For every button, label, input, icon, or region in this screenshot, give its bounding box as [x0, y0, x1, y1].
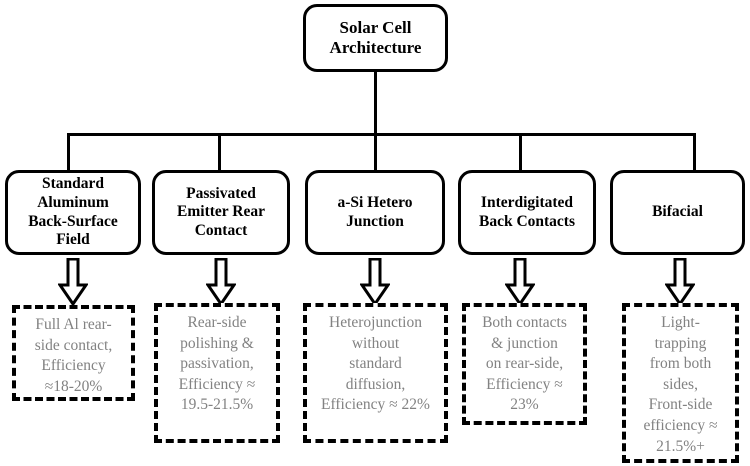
category-line: Passivated — [186, 184, 256, 202]
description-line: Front-side — [648, 396, 713, 414]
description-line: on rear-side, — [485, 355, 564, 373]
category-node-al-bsf: Standard Aluminum Back-Surface Field — [5, 170, 141, 255]
description-line: Full Al rear- — [35, 316, 112, 333]
category-node-a-si-hj-label: a-Si Hetero Junction — [337, 194, 412, 231]
connector-trunk-vertical — [374, 72, 377, 135]
root-node-line-1: Solar Cell — [339, 17, 412, 37]
category-node-perc-label: Passivated Emitter Rear Contact — [177, 185, 265, 241]
description-box-bifacial: Light- trapping from both sides, Front-s… — [622, 303, 739, 463]
description-line: 23% — [510, 396, 539, 414]
description-line: sides, — [663, 375, 698, 393]
category-node-bifacial-label: Bifacial — [652, 203, 703, 222]
down-block-arrow-ibc — [504, 257, 536, 307]
description-line: Rear-side — [187, 314, 247, 331]
description-line: efficiency ≈ — [643, 417, 718, 435]
description-line: & junction — [491, 334, 558, 352]
category-line: Back-Surface — [28, 212, 118, 230]
description-line: standard — [349, 355, 402, 373]
connector-drop-4 — [519, 133, 522, 173]
root-node-line-2: Architecture — [329, 38, 422, 57]
root-node-solar-cell-architecture: Solar Cell Architecture — [303, 4, 448, 72]
category-node-a-si-hj: a-Si Hetero Junction — [305, 170, 445, 255]
description-box-al-bsf: Full Al rear- side contact, Efficiency ≈… — [12, 305, 135, 401]
down-block-arrow-perc — [205, 257, 237, 307]
description-line: without — [351, 334, 400, 352]
description-line: Light- — [661, 314, 700, 331]
category-line: a-Si Hetero — [337, 193, 413, 211]
description-line: side contact, — [34, 336, 113, 354]
description-line: 19.5-21.5% — [180, 396, 254, 414]
description-box-perc: Rear-side polishing & passivation, Effic… — [154, 303, 280, 443]
description-line: Both contacts — [482, 314, 567, 331]
down-block-arrow-a-si-hj — [359, 257, 391, 307]
category-node-bifacial: Bifacial — [610, 170, 745, 255]
description-line: polishing & — [180, 334, 254, 352]
description-line: 21.5%+ — [656, 437, 705, 455]
category-node-ibc: Interdigitated Back Contacts — [458, 170, 596, 255]
category-line: Interdigitated — [480, 193, 574, 211]
connector-drop-1 — [67, 133, 70, 173]
category-node-ibc-label: Interdigitated Back Contacts — [479, 194, 575, 231]
category-line: Aluminum — [37, 193, 109, 211]
connector-horizontal-bus — [67, 133, 696, 136]
description-line: diffusion, — [345, 375, 406, 393]
connector-drop-2 — [218, 133, 221, 173]
description-line: ≈18-20% — [44, 377, 103, 395]
description-line: Efficiency ≈ — [178, 375, 256, 393]
description-line: Heterojunction — [329, 314, 422, 331]
description-box-a-si-hj: Heterojunction without standard diffusio… — [303, 303, 448, 443]
root-node-label: Solar Cell Architecture — [330, 18, 422, 58]
category-line: Emitter Rear — [177, 203, 265, 221]
description-box-ibc: Both contacts & junction on rear-side, E… — [462, 303, 587, 425]
description-line: Efficiency ≈ — [486, 375, 563, 393]
category-line: Junction — [346, 212, 404, 230]
down-block-arrow-al-bsf — [57, 257, 89, 307]
category-line: Bifacial — [652, 203, 703, 221]
description-line: passivation, — [180, 355, 254, 373]
down-block-arrow-bifacial — [664, 257, 696, 307]
category-line: Field — [56, 231, 90, 249]
category-line: Back Contacts — [478, 212, 575, 230]
connector-drop-5 — [693, 133, 696, 173]
category-line: Contact — [194, 221, 248, 239]
category-line: Standard — [41, 175, 104, 193]
category-node-al-bsf-label: Standard Aluminum Back-Surface Field — [28, 175, 118, 249]
description-line: Efficiency ≈ 22% — [321, 396, 430, 414]
description-line: Efficiency — [41, 357, 106, 375]
description-line: from both — [649, 355, 712, 373]
description-line: trapping — [654, 334, 707, 352]
category-node-perc: Passivated Emitter Rear Contact — [152, 170, 290, 255]
connector-drop-3 — [374, 133, 377, 173]
